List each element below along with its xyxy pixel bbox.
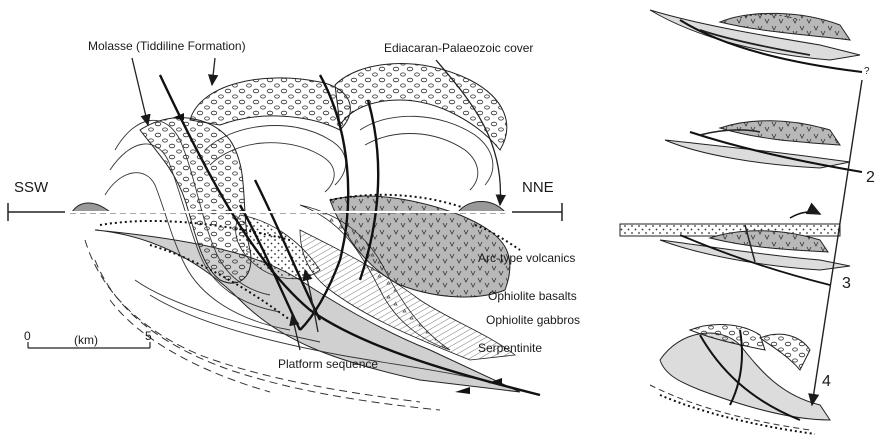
scale-zero: 0: [24, 329, 31, 343]
stage-number-3: 3: [842, 275, 851, 292]
label-ophiolite-basalts: Ophiolite basalts: [488, 289, 577, 303]
label-arc-volcanics: Arc-type volcanics: [478, 251, 575, 265]
scale-unit: (km): [74, 333, 98, 347]
label-cover: Ediacaran-Palaeozoic cover: [384, 41, 533, 55]
label-serpentinite: Serpentinite: [478, 341, 542, 355]
stage-panel-4: [650, 325, 830, 434]
label-platform-sequence: Platform sequence: [278, 357, 378, 371]
right-hill: [458, 202, 505, 213]
stage-panel-2: [665, 121, 862, 172]
label-nne: NNE: [522, 179, 554, 196]
cover-arch-right: [335, 64, 507, 150]
label-ophiolite-gabbros: Ophiolite gabbros: [486, 313, 580, 327]
stage-panel-3: [620, 212, 850, 285]
nne-marker: [512, 203, 562, 221]
stage-1-question: ?: [864, 66, 870, 77]
label-ssw: SSW: [14, 179, 49, 196]
stage-number-2: 2: [866, 169, 875, 186]
stage-number-4: 4: [822, 373, 831, 390]
stage-panel-1: [650, 10, 862, 72]
left-hill: [72, 203, 110, 212]
label-molasse: Molasse (Tiddiline Formation): [88, 39, 246, 53]
ssw-marker: [8, 203, 65, 221]
scale-five: 5: [145, 329, 152, 343]
